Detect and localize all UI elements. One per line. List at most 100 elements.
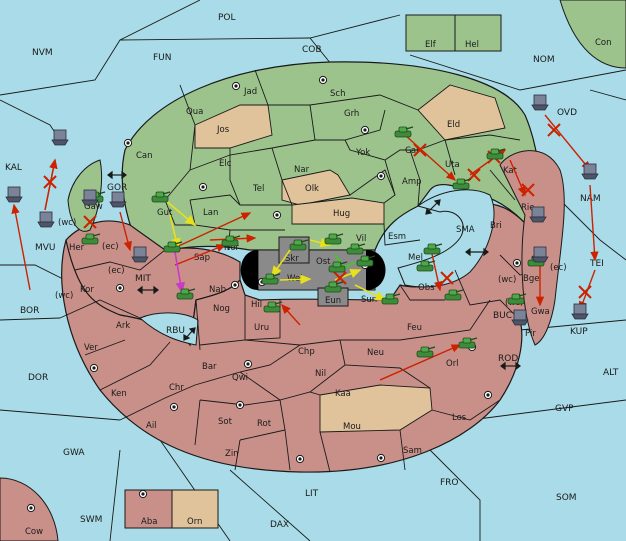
region-label: Sap	[194, 253, 210, 263]
south-labels: Her Kor Nab Hil Obs Bge Gwa Nog Ark Uru …	[25, 183, 604, 537]
ship-icon[interactable]	[37, 211, 55, 228]
ship-icon[interactable]	[81, 189, 99, 206]
region-label: Feu	[407, 323, 422, 333]
region-label: Ost	[316, 257, 331, 267]
island-labels: Elf Hel Con Aba Orn	[141, 38, 612, 527]
region-label: Los	[452, 413, 467, 423]
supply-center-icon	[376, 453, 386, 463]
region-label: Bar	[202, 362, 217, 372]
region-label: ROD	[498, 354, 518, 364]
supply-center-icon	[89, 363, 99, 373]
region-label: Sun	[361, 295, 377, 305]
region-label: Cow	[25, 527, 43, 537]
region-label: Kor	[80, 285, 94, 295]
ship-icon[interactable]	[5, 186, 23, 203]
supply-center-icon	[376, 171, 386, 181]
region-label: Uru	[254, 323, 269, 333]
region-label: Jad	[243, 87, 257, 97]
region-label: LIT	[305, 489, 319, 499]
region-label: Qwi	[232, 373, 248, 383]
region-label: MIT	[135, 274, 151, 284]
region-label: Rie	[521, 203, 535, 213]
supply-center-icon	[231, 81, 241, 91]
region-label: OVD	[557, 108, 577, 118]
region-label: SMA	[456, 225, 475, 235]
region-label: Elf	[425, 40, 437, 50]
supply-center-icon	[512, 258, 522, 268]
region-label: Elc	[219, 159, 232, 169]
supply-center-icon	[243, 359, 253, 369]
supply-center-icon	[230, 280, 240, 290]
region-label: Her	[69, 243, 85, 253]
region-label: Sam	[403, 446, 422, 456]
region-label: GVP	[555, 404, 574, 414]
ship-icon[interactable]	[529, 206, 547, 223]
region-label: Gut	[157, 208, 173, 218]
region-label: Ark	[116, 321, 130, 331]
region-label: Lan	[203, 208, 218, 218]
region-label: KAL	[5, 163, 22, 173]
supply-center-icon	[198, 182, 208, 192]
pill-left	[240, 250, 258, 290]
region-label: Eun	[325, 296, 341, 306]
region-label: Esm	[388, 232, 406, 242]
region-label: Obs	[418, 283, 435, 293]
region-label: Can	[136, 151, 153, 161]
supply-center-icon	[123, 138, 133, 148]
region-label: Yok	[355, 148, 370, 158]
region-label: BOR	[20, 306, 39, 316]
region-label: Car	[405, 146, 420, 156]
region-label: DAX	[270, 520, 289, 530]
region-label: Aba	[141, 517, 157, 527]
region-label: RBU	[166, 326, 185, 336]
region-label: NOM	[533, 55, 555, 65]
region-label: Olk	[305, 184, 319, 194]
ship-icon[interactable]	[109, 191, 127, 208]
region-label: Mel	[408, 253, 423, 263]
region-label: KUP	[570, 327, 588, 337]
region-label: GWA	[63, 448, 85, 458]
supply-center-icon	[169, 402, 179, 412]
region-label: Nab	[209, 285, 226, 295]
region-label: Skr	[285, 254, 299, 264]
region-label: DOR	[28, 373, 48, 383]
region-label: MVU	[35, 243, 56, 253]
region-label: Nor	[224, 243, 240, 253]
coast-tag: (ec)	[102, 242, 119, 252]
region-label: Hug	[333, 209, 350, 219]
region-label: POL	[218, 13, 236, 23]
south-borders	[59, 249, 546, 473]
ship-icon[interactable]	[581, 163, 599, 180]
region-label: Con	[595, 38, 612, 48]
region-label: Hil	[251, 300, 262, 310]
orders-move	[11, 114, 599, 381]
supply-center-icon	[295, 454, 305, 464]
ship-icon[interactable]	[571, 303, 589, 320]
region-label: FUN	[153, 53, 172, 63]
double-arrow-icon	[183, 327, 196, 341]
ship-icon[interactable]	[531, 246, 549, 263]
ship-icon[interactable]	[511, 309, 529, 326]
region-label: SWM	[80, 515, 102, 525]
region-label: COB	[302, 45, 322, 55]
region-label: Pir	[525, 329, 536, 339]
ship-icon[interactable]	[531, 94, 549, 111]
region-label: Tel	[252, 184, 264, 194]
region-label: Nil	[315, 369, 326, 379]
double-arrow-icon	[465, 247, 489, 257]
region-label: Chp	[298, 347, 315, 357]
neutral-provinces	[194, 84, 506, 433]
region-label: Jos	[216, 125, 230, 135]
double-arrow-icon	[425, 199, 441, 215]
coast-tag: (wc)	[498, 275, 516, 285]
region-label: Chr	[169, 383, 184, 393]
region-label: Neu	[367, 348, 384, 358]
ship-icon[interactable]	[131, 246, 149, 263]
ship-icon[interactable]	[51, 129, 69, 146]
region-label: Mou	[343, 422, 361, 432]
region-label: Vil	[356, 234, 366, 244]
supply-center-icon	[26, 503, 36, 513]
region-label: Hel	[465, 40, 479, 50]
